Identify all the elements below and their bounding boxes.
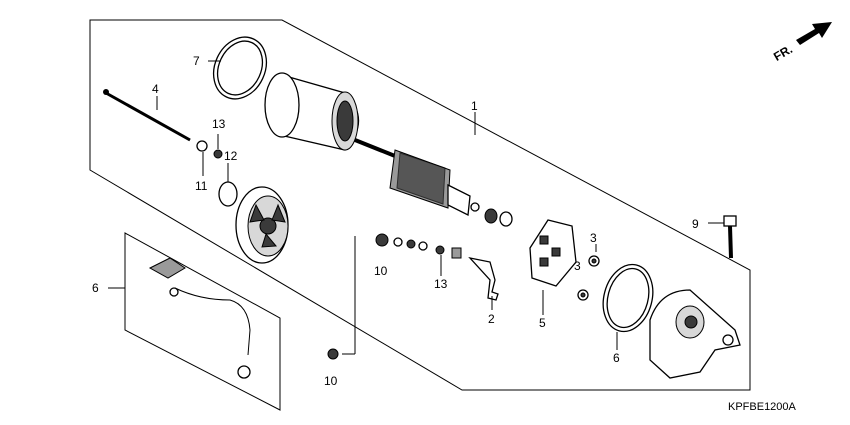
callout-13-upper: 13 [212,117,226,131]
callout-3-lower: 3 [574,259,581,273]
brush-holder [529,219,577,287]
callout-6-upper: 7 [193,54,200,68]
callout-2: 2 [488,312,495,326]
terminal-bolt [468,256,499,301]
front-direction-arrow [796,22,832,45]
diagram-code: KPFBE1200A [728,401,797,413]
callout-5: 5 [539,316,546,330]
assembly-outline [89,19,751,391]
washer-13-upper [213,149,223,159]
through-bolt [103,89,191,142]
callout-13-lower: 13 [434,277,448,291]
front-cover [649,289,741,379]
o-ring-12 [218,181,238,207]
callout-12: 12 [224,149,238,163]
motor-yoke [264,72,359,151]
front-direction-label: FR. [771,42,795,64]
thrust-washer-b [499,211,513,227]
callout-10-lower: 10 [324,374,338,388]
callout-3-upper: 3 [590,231,597,245]
callout-10-upper: 10 [374,264,388,278]
starter-cable [148,257,251,379]
callout-9: 9 [692,217,699,231]
cable-group-outline [124,232,281,411]
terminal-hardware-row [375,233,462,259]
nut-10-lower [327,348,339,360]
leader-lines [108,60,724,355]
callout-6-lower: 6 [613,351,620,365]
armature [354,138,480,217]
callout-1: 1 [471,99,478,113]
callout-4: 4 [152,82,159,96]
o-ring-upper-inner [216,40,264,96]
lock-washer-11 [196,140,208,152]
mounting-bolt [723,215,737,259]
rear-cover [235,186,289,264]
callout-11: 11 [195,179,208,193]
brush-springs [577,255,600,301]
thrust-washer-a [484,208,498,224]
o-ring-lower-inner [606,267,650,329]
callout-7: 6 [92,281,99,295]
